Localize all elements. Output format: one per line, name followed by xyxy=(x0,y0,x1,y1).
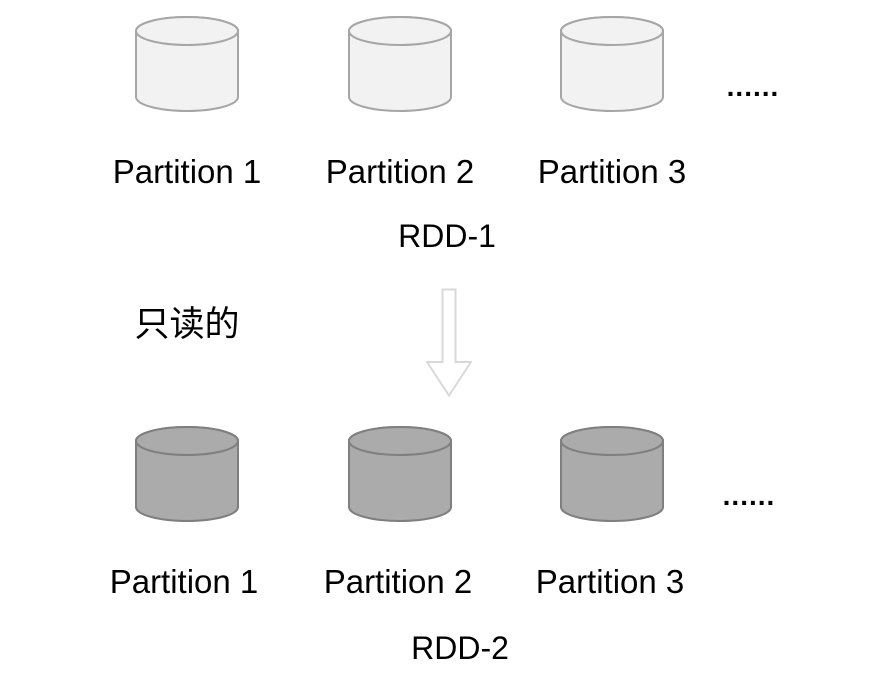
rdd2-partition2-label: Partition 2 xyxy=(323,563,473,600)
rdd2-more-partitions-ellipsis: ...... xyxy=(722,480,776,511)
rdd2-partition1-label: Partition 1 xyxy=(109,563,259,600)
transform-down-arrow-icon xyxy=(426,288,472,398)
rdd1-partition1-cylinder-icon xyxy=(135,16,239,112)
read-only-annotation: 只读的 xyxy=(134,305,240,344)
rdd1-partition1-label: Partition 1 xyxy=(112,153,262,190)
rdd2-partition3-label: Partition 3 xyxy=(535,563,685,600)
rdd2-partition3-cylinder-icon xyxy=(560,426,664,522)
rdd2-partition1-cylinder-icon xyxy=(135,426,239,522)
rdd2-partition2-cylinder-icon xyxy=(348,426,452,522)
rdd2-title: RDD-2 xyxy=(411,630,509,666)
rdd1-partition2-label: Partition 2 xyxy=(325,153,475,190)
rdd1-title: RDD-1 xyxy=(398,218,496,254)
rdd1-partition3-cylinder-icon xyxy=(560,16,664,112)
rdd1-more-partitions-ellipsis: ...... xyxy=(726,71,780,102)
rdd1-partition3-label: Partition 3 xyxy=(537,153,687,190)
rdd1-partition2-cylinder-icon xyxy=(348,16,452,112)
